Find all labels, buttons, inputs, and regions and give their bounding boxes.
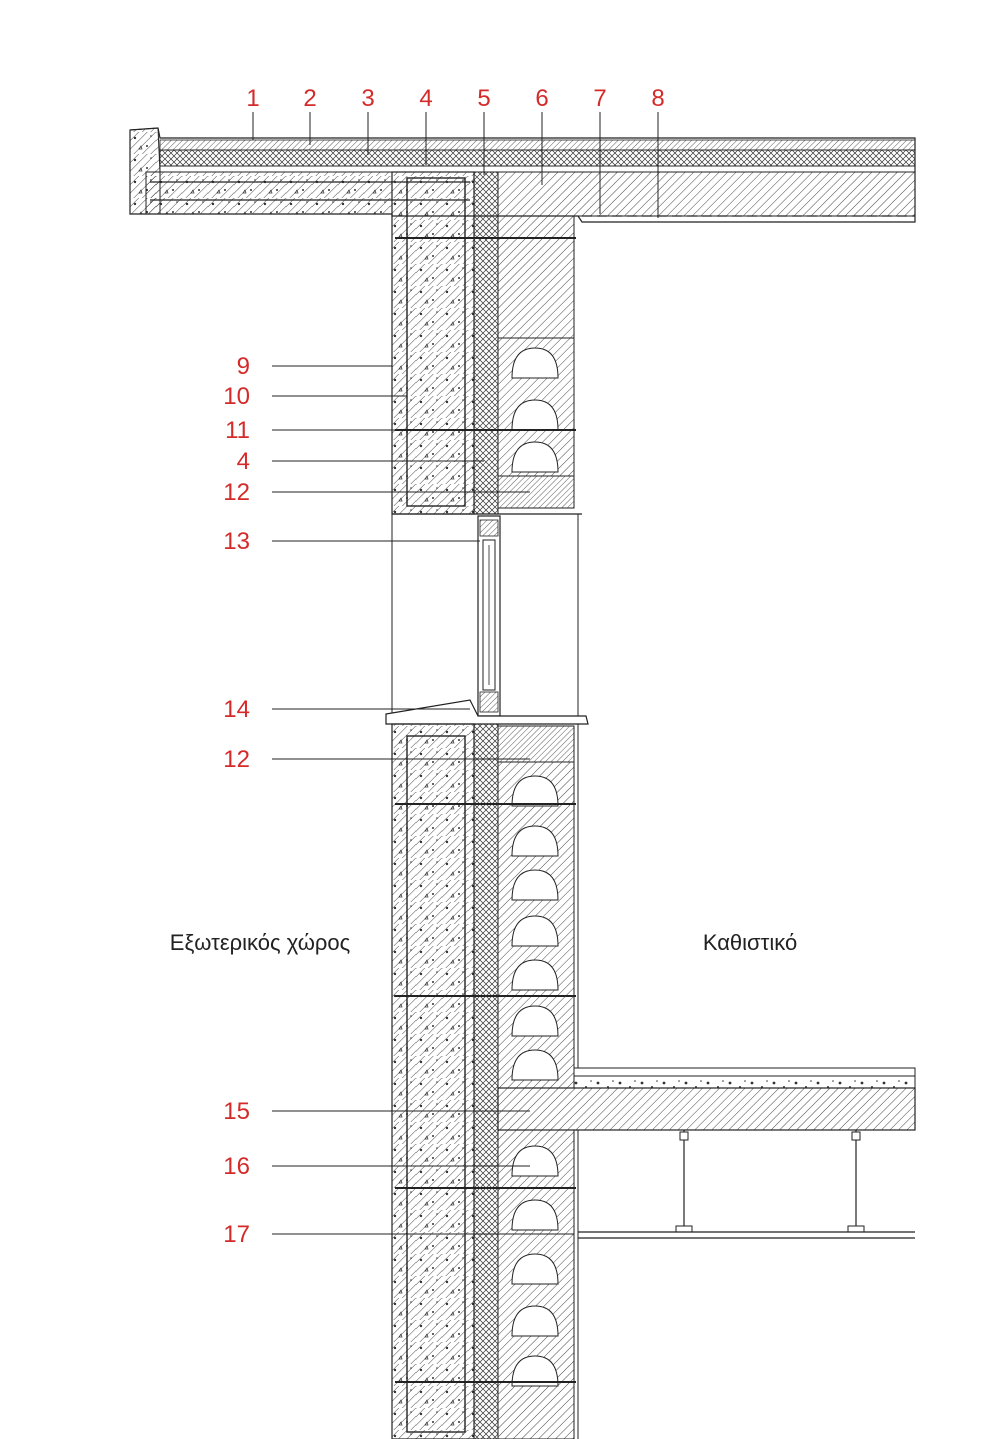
- callout-14: 14: [223, 696, 250, 723]
- callout-12-upper: 12: [223, 479, 250, 506]
- callout-5: 5: [477, 85, 490, 112]
- lower-wall: [391, 723, 916, 1439]
- upper-wall: [391, 171, 582, 515]
- callout-4-side: 4: [237, 448, 250, 475]
- callout-16: 16: [223, 1153, 250, 1180]
- roof-assembly: [129, 127, 916, 223]
- callout-2: 2: [303, 85, 316, 112]
- floor-assembly: [573, 1067, 916, 1239]
- callout-3: 3: [361, 85, 374, 112]
- callout-9: 9: [237, 353, 250, 380]
- leader-lines: [252, 112, 659, 1235]
- callout-10: 10: [223, 383, 250, 410]
- callout-labels: 1 2 3 4 5 6 7 8 9 10 11 4 12 13 14 12 15…: [223, 85, 664, 1248]
- callout-13: 13: [223, 528, 250, 555]
- callout-4-top: 4: [419, 85, 432, 112]
- callout-7: 7: [593, 85, 606, 112]
- callout-1: 1: [246, 85, 259, 112]
- callout-6: 6: [535, 85, 548, 112]
- callout-11: 11: [225, 417, 250, 444]
- exterior-space-label: Εξωτερικός χώρος: [170, 930, 350, 955]
- callout-15: 15: [223, 1098, 250, 1125]
- living-room-label: Καθιστικό: [703, 930, 797, 955]
- window: [385, 514, 589, 725]
- callout-12-lower: 12: [223, 746, 250, 773]
- callout-8: 8: [651, 85, 664, 112]
- callout-17: 17: [223, 1221, 250, 1248]
